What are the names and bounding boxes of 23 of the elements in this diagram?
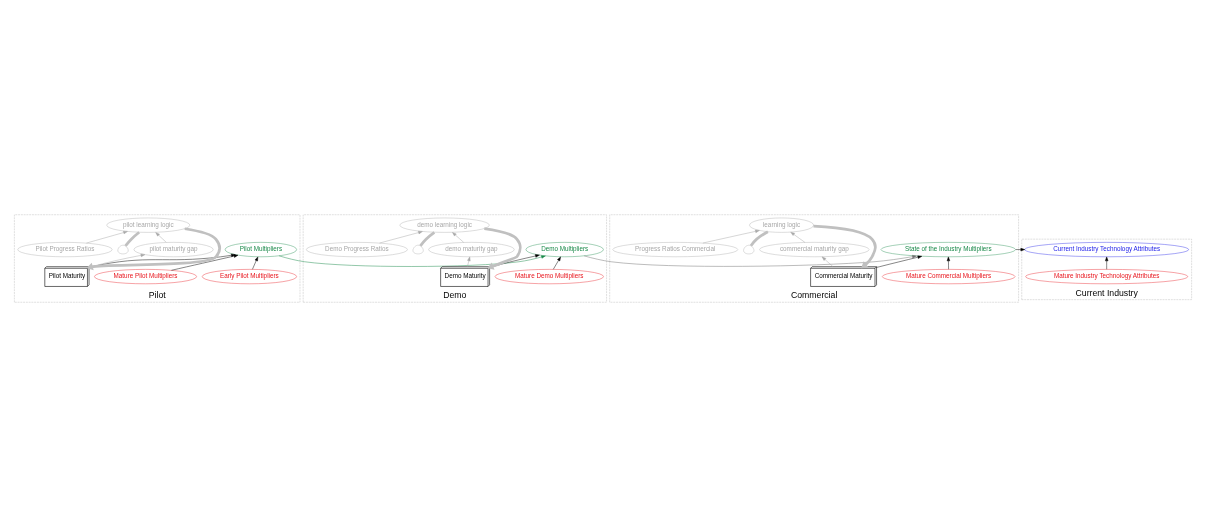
node-cloud (743, 244, 755, 254)
arrow (821, 256, 834, 267)
arrow (379, 230, 423, 243)
arrow (946, 256, 951, 270)
arrow (171, 253, 239, 271)
arrow (155, 231, 167, 243)
arrow (790, 231, 806, 243)
arrow (813, 224, 877, 268)
node-cloud (412, 244, 424, 254)
arrow (252, 256, 259, 270)
arrow (553, 256, 561, 270)
arrow (86, 230, 128, 243)
arrow (876, 255, 923, 268)
arrow (467, 256, 471, 267)
node-cloud (117, 244, 129, 254)
arrow (583, 254, 917, 267)
arrow (1105, 256, 1109, 270)
arrow (452, 231, 464, 243)
arrow (702, 229, 760, 243)
arrow (1015, 247, 1025, 251)
connector (749, 230, 769, 247)
connector (419, 230, 436, 247)
connector (124, 230, 141, 247)
